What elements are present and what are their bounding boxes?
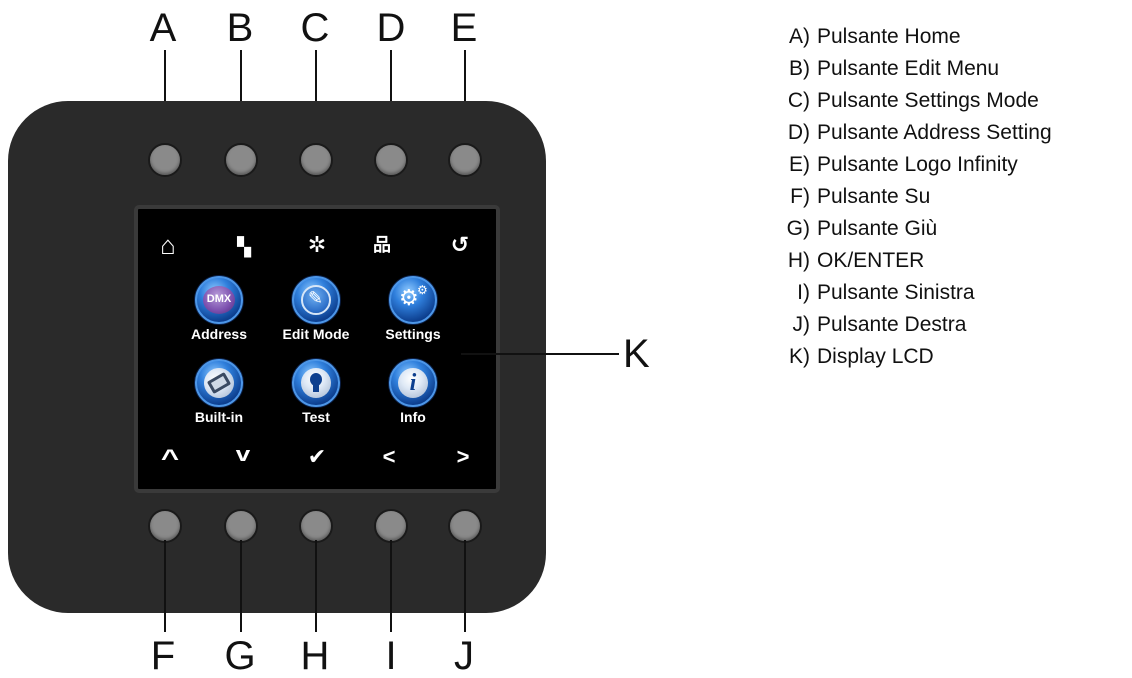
leader-g <box>240 540 242 632</box>
callout-e: E <box>450 6 478 50</box>
leader-b <box>240 50 242 150</box>
legend-key: K) <box>789 345 810 368</box>
dmx-icon: DMX <box>195 276 243 324</box>
info-icon: i <box>389 359 437 407</box>
legend-text: Pulsante Su <box>817 185 931 208</box>
app-address[interactable]: DMX Address <box>181 276 257 342</box>
logo-infinity-button[interactable] <box>448 143 482 177</box>
leader-e <box>464 50 466 150</box>
leader-f <box>164 540 166 632</box>
address-setting-button[interactable] <box>374 143 408 177</box>
callout-f: F <box>150 634 176 678</box>
legend-text: Pulsante Destra <box>817 313 967 336</box>
legend-key: A) <box>789 25 810 48</box>
callout-i: I <box>385 634 397 678</box>
up-icon: ^ <box>160 445 180 472</box>
legend-text: Pulsante Edit Menu <box>817 57 1000 80</box>
up-button[interactable] <box>148 509 182 543</box>
legend-text: Pulsante Home <box>817 25 961 48</box>
app-label-edit-mode: Edit Mode <box>282 326 350 342</box>
right-button[interactable] <box>448 509 482 543</box>
callout-b: B <box>226 6 254 50</box>
left-button[interactable] <box>374 509 408 543</box>
gears-icon: ⚙ ⚙ <box>389 276 437 324</box>
leader-k <box>461 353 619 355</box>
legend-text: Pulsante Logo Infinity <box>817 153 1018 176</box>
callout-c: C <box>300 6 330 50</box>
legend-key: G) <box>786 217 810 240</box>
app-label-address: Address <box>190 326 248 342</box>
legend-key: F) <box>790 185 810 208</box>
legend-text: Pulsante Sinistra <box>817 281 975 304</box>
leader-j <box>464 540 466 632</box>
leader-c <box>315 50 317 150</box>
leader-a <box>164 50 166 150</box>
callout-g: G <box>224 634 256 678</box>
callout-d: D <box>376 6 406 50</box>
home-icon: ⌂ <box>160 230 176 260</box>
app-test[interactable]: Test <box>278 359 354 425</box>
film-icon <box>195 359 243 407</box>
legend-key: B) <box>789 57 810 80</box>
left-icon: < <box>382 444 396 469</box>
legend-text: Pulsante Address Setting <box>817 121 1052 144</box>
ok-enter-button[interactable] <box>299 509 333 543</box>
callout-a: A <box>149 6 177 50</box>
dmx-badge: DMX <box>206 293 232 305</box>
callout-j: J <box>454 634 474 678</box>
lcd-display: ⌂ ▚ ✲ 品 ↺ DMX Address ✎ Edit Mode ⚙ ⚙ Se… <box>134 205 500 493</box>
edit-menu-button[interactable] <box>224 143 258 177</box>
bulb-icon <box>292 359 340 407</box>
right-icon: > <box>456 444 470 469</box>
app-label-settings: Settings <box>385 326 441 342</box>
legend-key: E) <box>789 153 810 176</box>
settings-asterisk-icon: ✲ <box>307 232 327 257</box>
down-button[interactable] <box>224 509 258 543</box>
leader-i <box>390 540 392 632</box>
leader-h <box>315 540 317 632</box>
callout-h: H <box>300 634 330 678</box>
app-info[interactable]: i Info <box>375 359 451 425</box>
legend-key: H) <box>787 249 810 272</box>
leader-d <box>390 50 392 150</box>
check-icon: ✔ <box>307 444 327 469</box>
legend-key: D) <box>787 121 810 144</box>
legend-text: Pulsante Giù <box>817 217 938 240</box>
legend-key: I) <box>797 281 810 304</box>
app-settings[interactable]: ⚙ ⚙ Settings <box>375 276 451 342</box>
app-label-test: Test <box>302 409 330 425</box>
address-network-icon: 品 <box>373 235 391 255</box>
app-label-info: Info <box>400 409 426 425</box>
app-label-built-in: Built-in <box>194 409 244 425</box>
legend-key: C) <box>787 89 810 112</box>
home-button[interactable] <box>148 143 182 177</box>
legend-text: Display LCD <box>817 345 934 368</box>
settings-mode-button[interactable] <box>299 143 333 177</box>
legend-text: OK/ENTER <box>817 249 925 272</box>
app-edit-mode[interactable]: ✎ Edit Mode <box>278 276 354 342</box>
app-built-in[interactable]: Built-in <box>181 359 257 425</box>
legend-key: J) <box>792 313 811 336</box>
legend-text: Pulsante Settings Mode <box>817 89 1039 112</box>
down-icon: v <box>235 444 251 466</box>
edit-menu-icon: ▚ <box>237 237 251 257</box>
pencil-icon: ✎ <box>292 276 340 324</box>
logo-refresh-icon: ↺ <box>450 232 470 257</box>
callout-k: K <box>623 332 650 376</box>
